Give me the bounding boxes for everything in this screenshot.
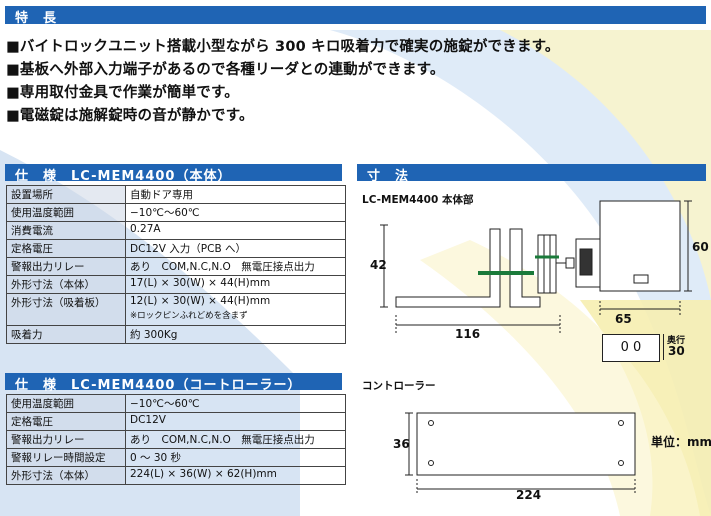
spec-key: 外形寸法（吸着板） xyxy=(6,293,126,326)
dim-60: 60 xyxy=(692,240,709,254)
spec-note: ※ロックピンふれどめを含まず xyxy=(130,311,248,321)
spec-value: −10℃〜60℃ xyxy=(125,203,346,222)
table-row: 設置場所自動ドア専用 xyxy=(6,185,346,204)
spec-value: 0.27A xyxy=(125,221,346,240)
dim-116: 116 xyxy=(455,327,481,341)
table-row: 使用温度範囲−10℃〜60℃ xyxy=(6,394,346,413)
spec-key: 使用温度範囲 xyxy=(6,394,126,413)
spec-key: 警報出力リレー xyxy=(6,257,126,276)
spec-value: DC12V xyxy=(125,412,346,431)
dim-224: 224 xyxy=(516,488,542,502)
dim-65: 65 xyxy=(615,312,632,326)
feature-item: ■バイトロックユニット搭載小型ながら 300 キロ吸着力で確実の施錠ができます。 xyxy=(6,39,560,55)
depth-box-label: 0 0 xyxy=(620,340,642,355)
depth-dim-line xyxy=(663,334,664,360)
spec-ctrl-header-bar: 仕 様 LC-MEM4400（コートローラー） xyxy=(5,373,342,393)
dimensions-header-bar: 寸 法 xyxy=(357,164,706,184)
dim-42: 42 xyxy=(370,258,387,272)
main-unit-drawing xyxy=(380,200,692,333)
unit-label: 単位：mm xyxy=(651,435,711,449)
spec-ctrl-title: 仕 様 LC-MEM4400（コートローラー） xyxy=(15,378,302,393)
spec-key: 吸着力 xyxy=(6,325,126,344)
spec-main-header-bar: 仕 様 LC-MEM4400（本体） xyxy=(5,164,342,184)
spec-key: 使用温度範囲 xyxy=(6,203,126,222)
spec-value: −10℃〜60℃ xyxy=(125,394,346,413)
spec-value: あり COM,N.C,N.O 無電圧接点出力 xyxy=(125,257,346,276)
table-row: 警報出力リレーあり COM,N.C,N.O 無電圧接点出力 xyxy=(6,257,346,276)
spec-value: あり COM,N.C,N.O 無電圧接点出力 xyxy=(125,430,346,449)
spec-value: 12(L) × 30(W) × 44(H)mm xyxy=(130,295,271,307)
spec-value: DC12V 入力（PCB へ） xyxy=(125,239,346,258)
spec-value-cell: 12(L) × 30(W) × 44(H)mm ※ロックピンふれどめを含まず xyxy=(125,293,346,326)
spec-key: 定格電圧 xyxy=(6,412,126,431)
spec-key: 外形寸法（本体） xyxy=(6,466,126,485)
spec-value: 224(L) × 36(W) × 62(H)mm xyxy=(125,466,346,485)
feature-item: ■専用取付金具で作業が簡単です。 xyxy=(6,85,239,101)
spec-key: 定格電圧 xyxy=(6,239,126,258)
table-row: 警報出力リレーあり COM,N.C,N.O 無電圧接点出力 xyxy=(6,430,346,449)
table-row: 外形寸法（本体）17(L) × 30(W) × 44(H)mm xyxy=(6,275,346,294)
feature-item: ■電磁錠は施解錠時の音が静かです。 xyxy=(6,108,254,124)
spec-value: 17(L) × 30(W) × 44(H)mm xyxy=(125,275,346,294)
table-row: 使用温度範囲−10℃〜60℃ xyxy=(6,203,346,222)
table-row: 吸着力約 300Kg xyxy=(6,325,346,344)
spec-key: 設置場所 xyxy=(6,185,126,204)
feature-item: ■基板へ外部入力端子があるので各種リーダとの連動ができます。 xyxy=(6,62,445,78)
table-row: 外形寸法（吸着板） 12(L) × 30(W) × 44(H)mm ※ロックピンふれ… xyxy=(6,293,346,326)
features-header-title: 特 長 xyxy=(15,11,58,26)
spec-value: 自動ドア専用 xyxy=(125,185,346,204)
spec-key: 警報リレー時間設定 xyxy=(6,448,126,467)
table-row: 外形寸法（本体）224(L) × 36(W) × 62(H)mm xyxy=(6,466,346,485)
main-unit-caption: LC-MEM4400 本体部 xyxy=(362,194,474,206)
depth-box: 0 0 xyxy=(602,334,660,362)
spec-main-title: 仕 様 LC-MEM4400（本体） xyxy=(15,169,232,184)
spec-value: 約 300Kg xyxy=(125,325,346,344)
controller-caption: コントローラー xyxy=(362,380,436,392)
spec-key: 消費電流 xyxy=(6,221,126,240)
dimensions-title: 寸 法 xyxy=(367,169,410,184)
dim-36: 36 xyxy=(393,437,410,451)
spec-value: 0 〜 30 秒 xyxy=(125,448,346,467)
dim-30: 30 xyxy=(668,344,685,358)
spec-key: 警報出力リレー xyxy=(6,430,126,449)
spec-key: 外形寸法（本体） xyxy=(6,275,126,294)
controller-drawing xyxy=(405,412,636,495)
features-header-bar: 特 長 xyxy=(5,6,706,26)
depth-label: 奥行 xyxy=(667,336,686,346)
